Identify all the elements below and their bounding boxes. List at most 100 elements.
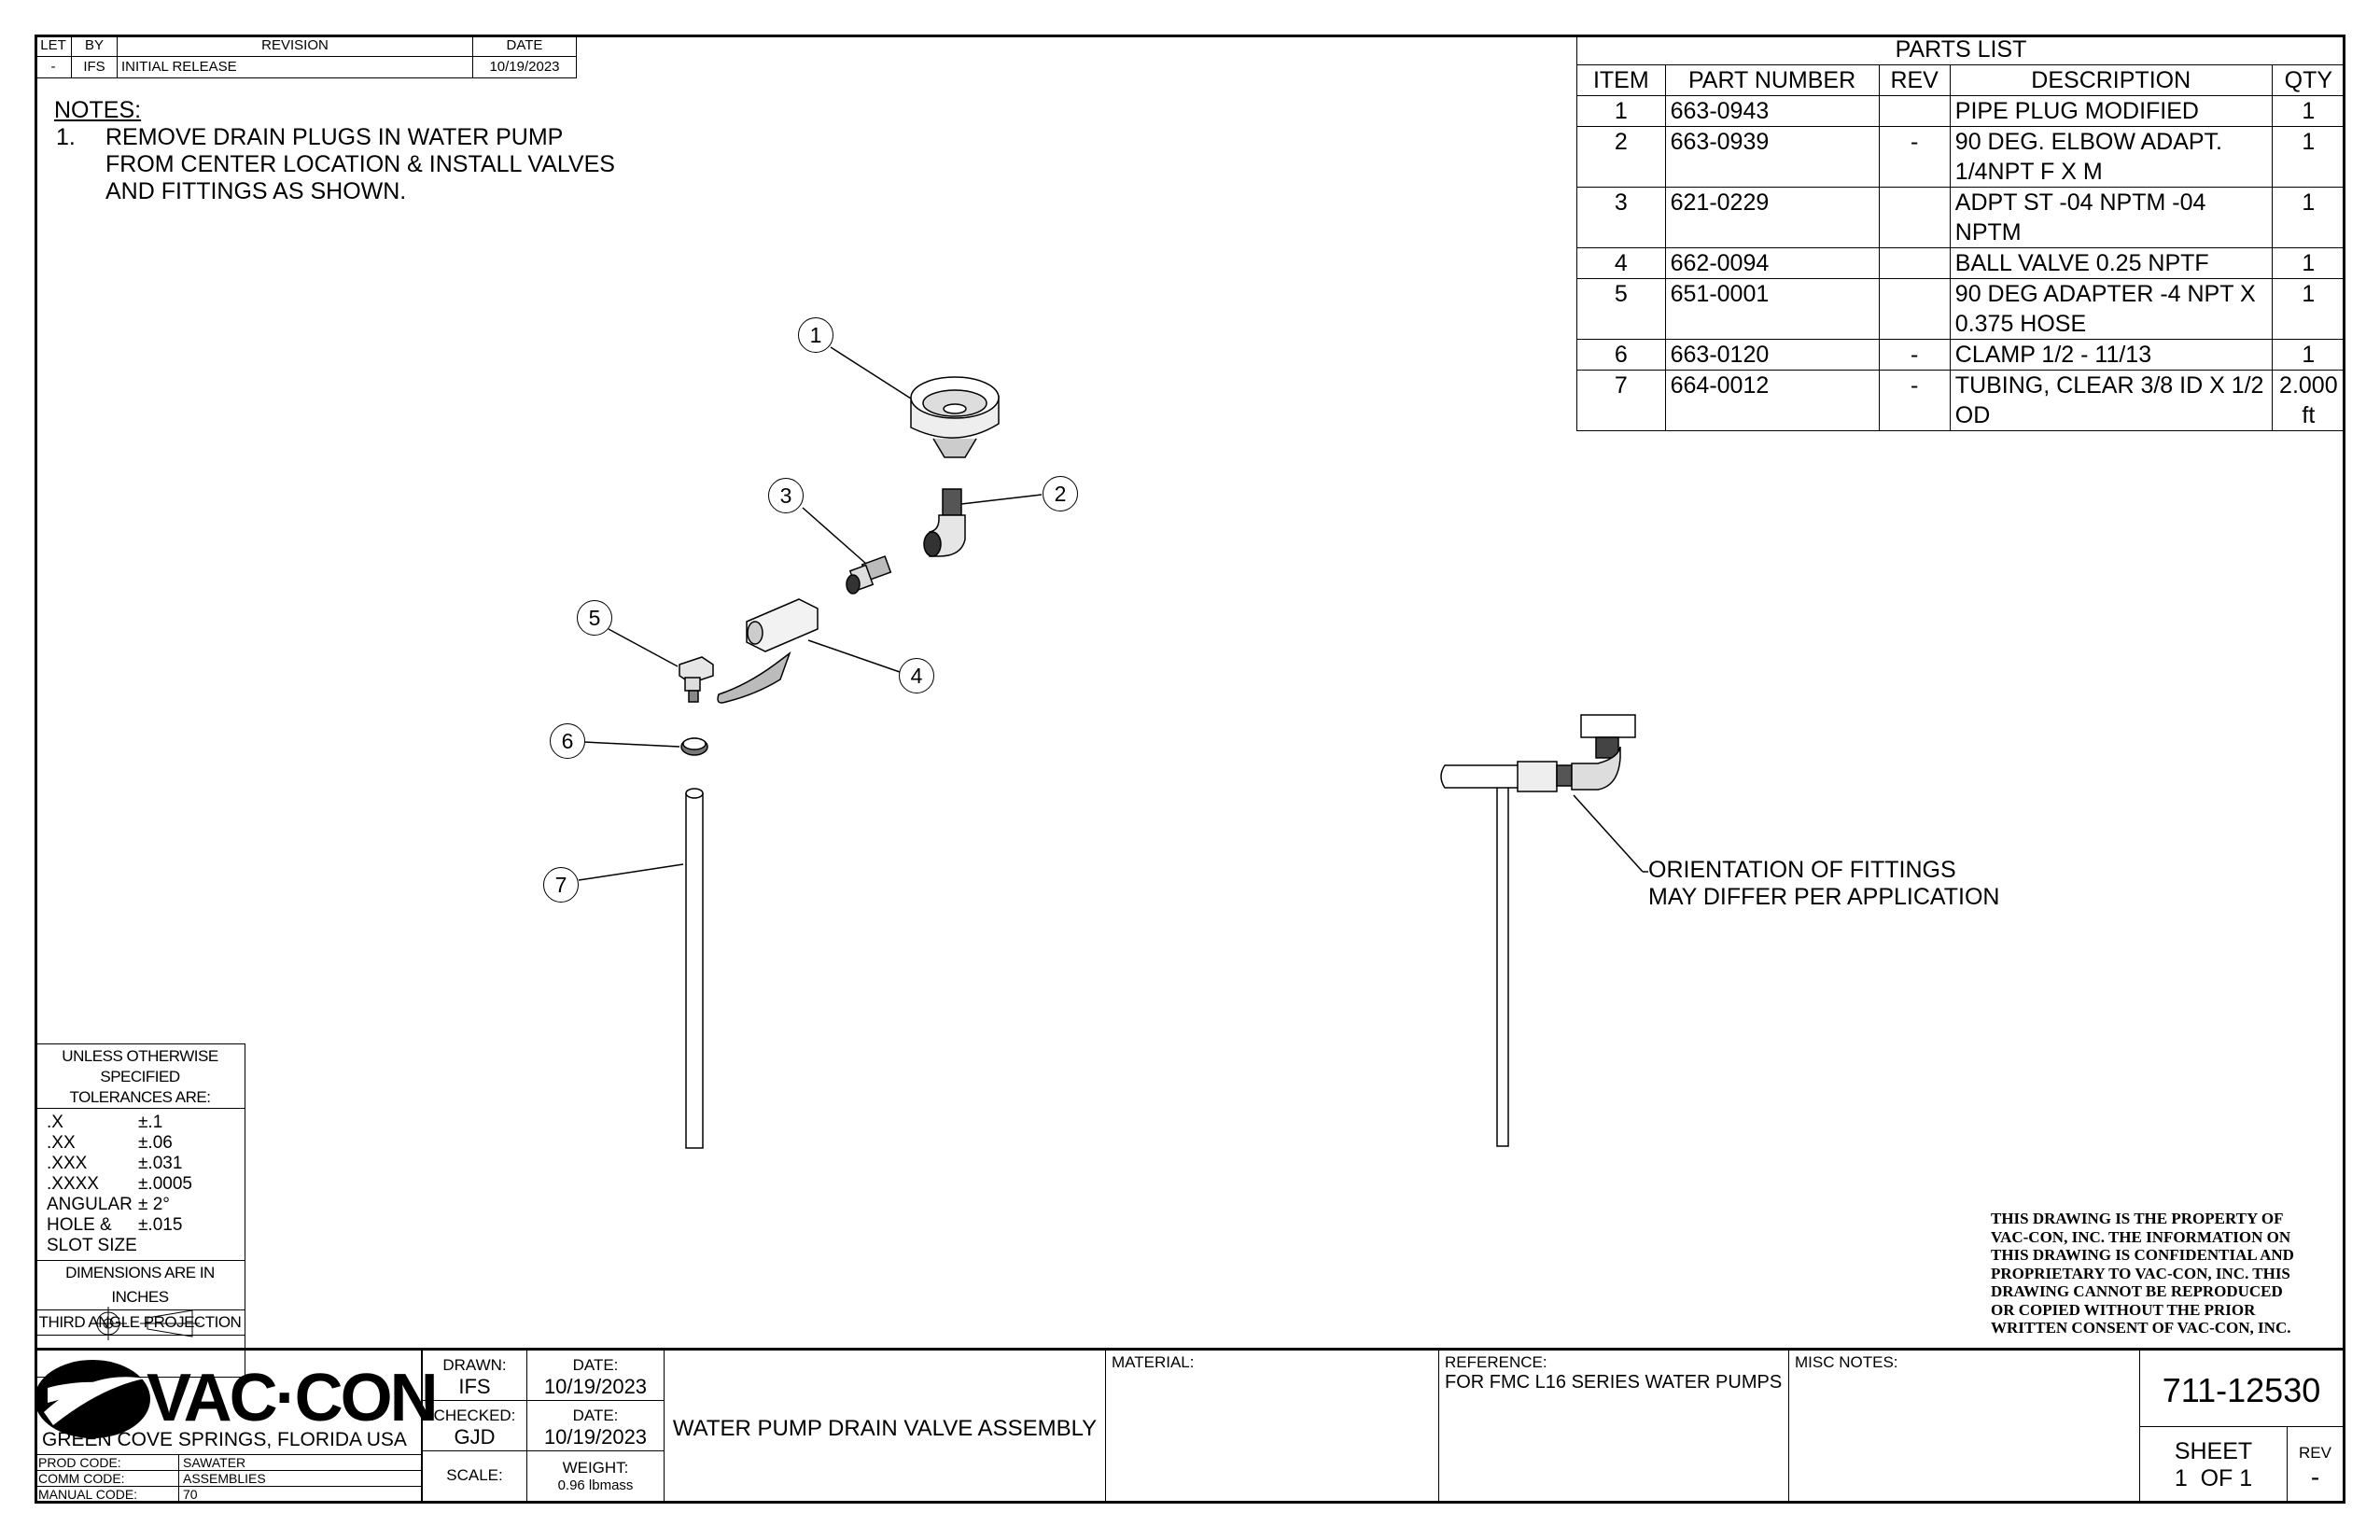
part-description: ADPT ST -04 NPTM -04 NPTM <box>1949 187 2273 248</box>
proprietary-line: DRAWING CANNOT BE REPRODUCED <box>1991 1282 2283 1300</box>
scale-label: SCALE: <box>446 1466 503 1484</box>
reference-value: FOR FMC L16 SERIES WATER PUMPS <box>1445 1372 1783 1393</box>
parts-header-qty: QTY <box>2271 64 2346 96</box>
revision-row: - IFS INITIAL RELEASE 10/19/2023 <box>35 56 577 78</box>
code-value: 70 <box>183 1487 198 1502</box>
assembled-view <box>1440 714 1636 1147</box>
drawn-date: 10/19/2023 <box>543 1375 648 1398</box>
reference-cell: REFERENCE: FOR FMC L16 SERIES WATER PUMP… <box>1438 1351 1788 1504</box>
dimensions-note: DIMENSIONS ARE IN INCHES <box>35 1260 245 1309</box>
orientation-note-line1: ORIENTATION OF FITTINGS <box>1648 857 1956 883</box>
tolerance-value: ±.1 <box>138 1113 163 1132</box>
sheet-label: SHEET <box>2174 1438 2253 1464</box>
part-item: 6 <box>1576 339 1666 371</box>
tolerance-key: .XXXX <box>47 1174 99 1194</box>
rev-label: REV <box>2299 1444 2331 1462</box>
proprietary-line: OR COPIED WITHOUT THE PRIOR <box>1991 1300 2256 1319</box>
code-value: ASSEMBLIES <box>183 1471 266 1486</box>
part-number: 664-0012 <box>1664 370 1880 431</box>
tolerance-row: .XXXX ±.0005 <box>47 1174 233 1195</box>
drawing-number-cell: 711-12530 <box>2139 1351 2343 1427</box>
code-row: COMM CODE: ASSEMBLIES <box>35 1471 421 1487</box>
title-block: VAC·CON GREEN COVE SPRINGS, FLORIDA USA … <box>35 1348 2345 1504</box>
part-qty: 1 <box>2271 339 2346 371</box>
drawn-label: DRAWN: <box>442 1356 507 1374</box>
checked-date: 10/19/2023 <box>543 1425 648 1449</box>
callout-4: 4 <box>899 658 934 693</box>
tolerance-header2: TOLERANCES ARE: <box>69 1088 211 1106</box>
tolerance-value: ± 2° <box>138 1195 170 1214</box>
part-6-clamp <box>680 737 708 756</box>
weight-value: 0.96 lbmass <box>557 1477 634 1493</box>
rev-description: INITIAL RELEASE <box>117 56 473 78</box>
misc-notes-label: MISC NOTES: <box>1795 1353 1898 1371</box>
scale-cell: SCALE: <box>422 1451 526 1504</box>
vac-con-logo-icon <box>35 1360 150 1438</box>
tolerance-key: .X <box>47 1113 63 1132</box>
code-row: MANUAL CODE:70 <box>35 1487 421 1503</box>
tolerance-row: .XXX ±.031 <box>47 1154 233 1174</box>
code-label: PROD CODE: <box>35 1455 179 1470</box>
code-label: COMM CODE: <box>35 1471 179 1486</box>
part-description: CLAMP 1/2 - 11/13 <box>1949 339 2273 371</box>
rev-header-by: BY <box>71 35 118 57</box>
part-description: BALL VALVE 0.25 NPTF <box>1949 247 2273 279</box>
proprietary-line: THIS DRAWING IS THE PROPERTY OF <box>1991 1210 2284 1227</box>
rev-date: 10/19/2023 <box>472 56 577 78</box>
drawn-date-label: DATE: <box>572 1356 619 1374</box>
part-description: 90 DEG. ELBOW ADAPT. 1/4NPT F X M <box>1949 126 2273 188</box>
part-3-adapter <box>846 555 892 595</box>
parts-header-item: ITEM <box>1576 64 1666 96</box>
tolerance-value: ±.0005 <box>138 1174 192 1194</box>
leader-2 <box>960 494 1043 505</box>
revision-block: LET BY REVISION DATE - IFS INITIAL RELEA… <box>35 35 577 78</box>
tolerance-key: ANGULAR <box>47 1195 133 1214</box>
part-rev: - <box>1878 339 1951 371</box>
part-2-elbow <box>923 488 966 557</box>
leader-3 <box>802 507 867 565</box>
checked-label: CHECKED: <box>433 1407 516 1424</box>
tolerance-key: SLOT SIZE <box>47 1236 137 1255</box>
callout-7: 7 <box>543 867 579 903</box>
callout-1: 1 <box>798 317 833 353</box>
orientation-note-line2: MAY DIFFER PER APPLICATION <box>1648 884 2000 910</box>
part-number: 663-0939 <box>1664 126 1880 188</box>
proprietary-line: VAC-CON, INC. THE INFORMATION ON <box>1991 1227 2291 1246</box>
part-rev: - <box>1878 126 1951 188</box>
part-qty: 1 <box>2271 278 2346 340</box>
parts-header-description: DESCRIPTION <box>1949 64 2273 96</box>
part-5-adapter <box>679 656 714 703</box>
drawing-title: WATER PUMP DRAIN VALVE ASSEMBLY <box>672 1416 1098 1441</box>
rev-value: - <box>2310 1463 2320 1491</box>
part-qty: 1 <box>2271 247 2346 279</box>
leader-7 <box>578 863 684 881</box>
rev-let: - <box>35 56 72 78</box>
part-qty: 1 <box>2271 95 2346 127</box>
parts-list-title: PARTS LIST <box>1576 35 2345 65</box>
checked-cell: CHECKED: GJD <box>422 1401 526 1451</box>
part-item: 5 <box>1576 278 1666 340</box>
title-cell: WATER PUMP DRAIN VALVE ASSEMBLY <box>664 1351 1105 1504</box>
callout-3: 3 <box>768 478 804 513</box>
reference-label: REFERENCE: <box>1445 1353 1547 1371</box>
tolerance-value: ±.031 <box>138 1154 183 1173</box>
tolerance-key: .XXX <box>47 1154 88 1173</box>
tolerance-row: .X ±.1 <box>47 1113 233 1133</box>
drawn-by: IFS <box>458 1375 491 1398</box>
part-rev <box>1878 187 1951 248</box>
tolerance-key: HOLE & <box>47 1215 112 1235</box>
part-4-ball-valve <box>717 598 819 704</box>
tolerance-row: .XX±.06 <box>47 1133 233 1154</box>
checked-by: GJD <box>454 1425 496 1449</box>
weight-label: WEIGHT: <box>562 1459 629 1477</box>
part-description: TUBING, CLEAR 3/8 ID X 1/2 OD <box>1949 370 2273 431</box>
sheet-value: 1 OF 1 <box>2174 1465 2253 1491</box>
leader-1 <box>830 346 925 408</box>
part-qty: 1 <box>2271 126 2346 188</box>
